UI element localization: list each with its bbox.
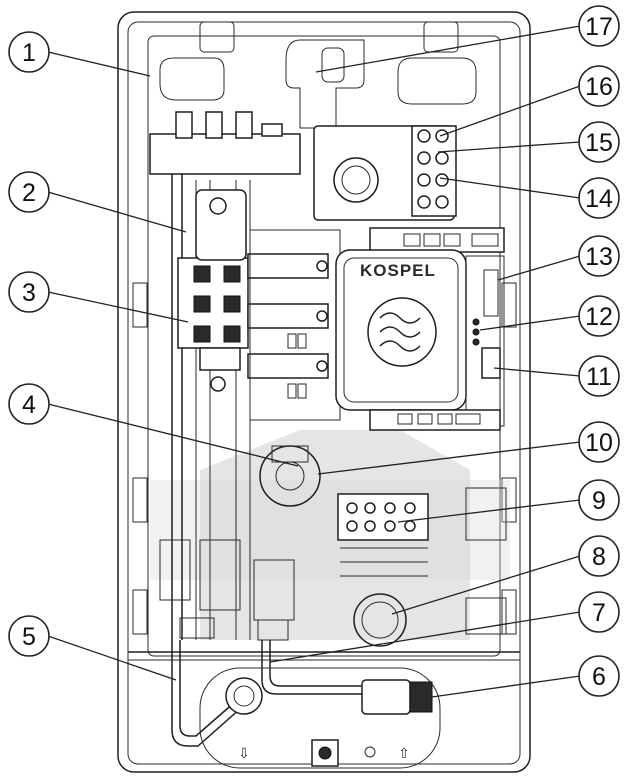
- svg-text:12: 12: [585, 303, 613, 331]
- callout-1: 1: [8, 31, 50, 73]
- svg-text:8: 8: [592, 543, 606, 571]
- callout-13: 13: [578, 235, 620, 277]
- svg-text:3: 3: [22, 279, 36, 307]
- callout-12: 12: [578, 295, 620, 337]
- callout-5: 5: [8, 615, 50, 657]
- svg-text:1: 1: [22, 39, 36, 67]
- housing: [117, 11, 531, 773]
- thermal-cutout: [259, 445, 321, 507]
- svg-text:6: 6: [592, 663, 606, 691]
- callout-16: 16: [578, 65, 620, 107]
- svg-text:5: 5: [22, 623, 36, 651]
- contactor: [177, 189, 249, 392]
- svg-text:13: 13: [585, 243, 613, 271]
- busbars: [247, 229, 341, 421]
- leader-lines: [47, 25, 581, 698]
- mounting-brackets: [159, 39, 477, 129]
- callout-17: 17: [578, 5, 620, 47]
- svg-text:⇩: ⇩: [238, 746, 250, 762]
- svg-text:4: 4: [22, 391, 36, 419]
- callout-10: 10: [578, 421, 620, 463]
- water-pipes: ⇩ ⇧: [171, 640, 441, 769]
- power-terminal-block: [313, 125, 457, 221]
- sensor-terminal: [337, 493, 429, 577]
- callout-15: 15: [578, 121, 620, 163]
- callout-4: 4: [8, 383, 50, 425]
- callout-11: 11: [578, 355, 620, 397]
- top-connector-strip: [149, 111, 301, 175]
- callout-6: 6: [578, 655, 620, 697]
- svg-text:17: 17: [585, 13, 613, 41]
- callout-14: 14: [578, 177, 620, 219]
- svg-text:11: 11: [586, 363, 612, 391]
- callout-9: 9: [578, 479, 620, 521]
- heating-chamber-overlay: [150, 430, 510, 640]
- control-module: KOSPEL: [335, 227, 505, 431]
- callout-8: 8: [578, 535, 620, 577]
- svg-text:9: 9: [592, 487, 606, 515]
- callouts: 1 2 3 4 5 6 7 8: [8, 5, 620, 697]
- svg-text:10: 10: [585, 429, 613, 457]
- svg-text:16: 16: [585, 73, 613, 101]
- callout-3: 3: [8, 271, 50, 313]
- brand-label: KOSPEL: [360, 261, 436, 280]
- callout-7: 7: [578, 591, 620, 633]
- pressure-valve: [353, 593, 407, 647]
- svg-text:⇧: ⇧: [398, 746, 410, 762]
- svg-text:15: 15: [585, 129, 613, 157]
- svg-text:2: 2: [22, 179, 36, 207]
- svg-text:7: 7: [592, 599, 606, 627]
- svg-text:14: 14: [585, 185, 613, 213]
- callout-2: 2: [8, 171, 50, 213]
